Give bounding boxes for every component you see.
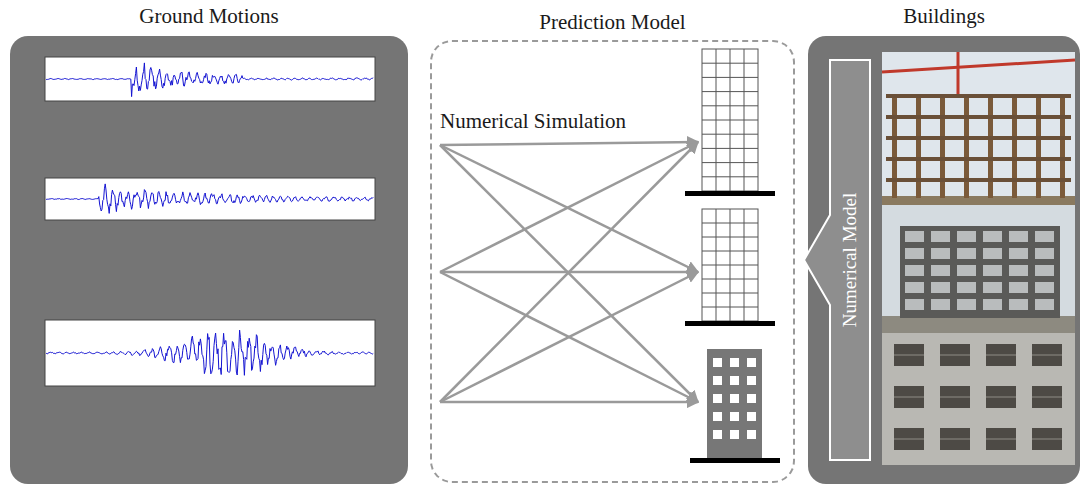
waveform (46, 184, 373, 214)
arrow-shape: Numerical Model (803, 60, 873, 460)
arrow-label: Numerical Model (835, 70, 865, 450)
waveform-plots (10, 36, 408, 484)
waveform (46, 63, 373, 97)
inner-label: Numerical Simulation (438, 108, 628, 134)
arrow-body (804, 60, 870, 460)
panel-heading: Ground Motions (10, 3, 408, 29)
photo-concrete-wall (882, 333, 1075, 465)
simulation-line (440, 142, 698, 272)
simulation-line (440, 272, 698, 402)
photo-frame-building (882, 205, 1075, 333)
photo-construction (882, 52, 1075, 205)
waveform (46, 330, 373, 375)
simulation-line (440, 142, 698, 402)
building-icon (690, 349, 780, 463)
building-icon (685, 209, 775, 326)
arrow-outline (803, 60, 873, 460)
building-icon (685, 49, 775, 196)
panel-heading: Prediction Model (432, 9, 793, 35)
plot-frame (45, 320, 375, 386)
plot-frame (45, 178, 375, 220)
input-panel: Ground Motions (10, 36, 408, 484)
plot-frame (45, 57, 375, 101)
output-panel: BuildingsNumerical Model (808, 36, 1080, 484)
simulation-line (440, 272, 698, 402)
model-box: Prediction ModelNumerical Simulation (430, 40, 795, 483)
panel-heading: Buildings (808, 3, 1080, 29)
simulation-line (440, 401, 698, 404)
simulation-line (440, 142, 698, 145)
